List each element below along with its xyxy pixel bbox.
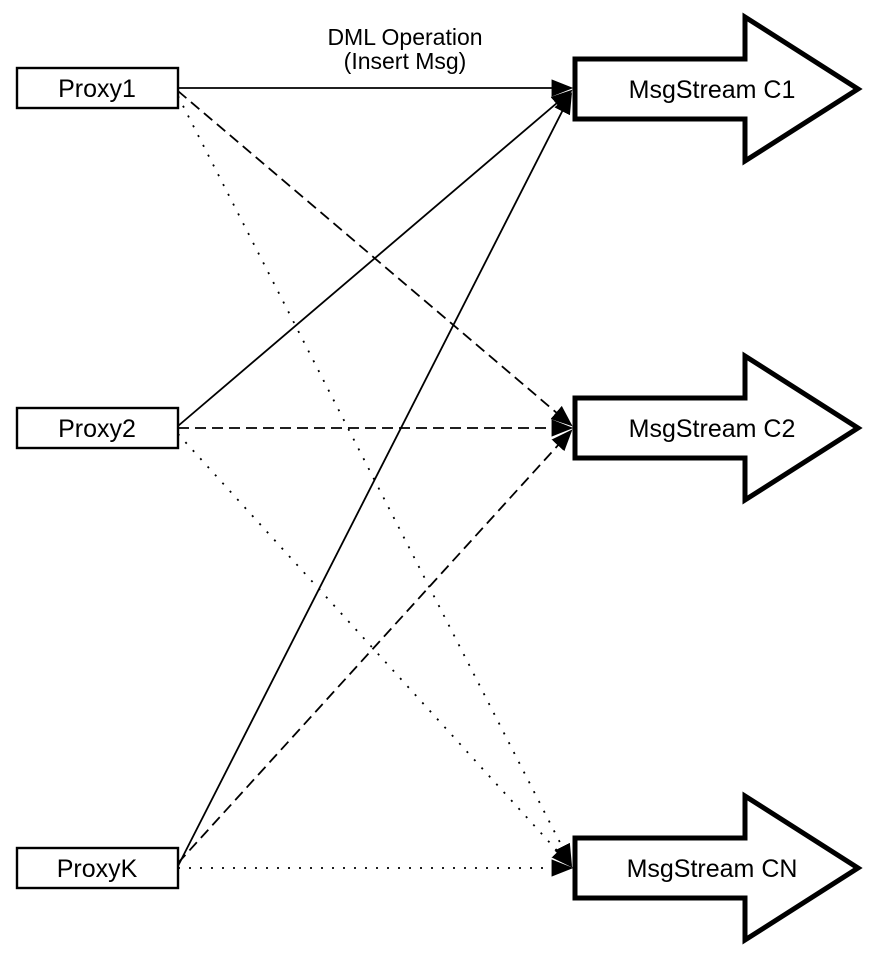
proxyk-label: ProxyK bbox=[57, 855, 138, 883]
proxy1-label: Proxy1 bbox=[58, 75, 136, 103]
edge-proxyk-c2 bbox=[177, 429, 573, 864]
proxy2-node: Proxy2 bbox=[15, 406, 180, 450]
proxy2-label: Proxy2 bbox=[58, 415, 136, 443]
msgstream-cn-arrow-shape bbox=[572, 791, 863, 945]
proxyk-node: ProxyK bbox=[15, 846, 180, 890]
msgstream-c1-label: MsgStream C1 bbox=[629, 76, 796, 104]
proxy1-box bbox=[15, 66, 180, 110]
edge-proxy1-c2 bbox=[177, 90, 573, 427]
proxy2-box bbox=[15, 406, 180, 450]
msgstream-c1-node: MsgStream C1 bbox=[572, 12, 863, 166]
msgstream-cn-node: MsgStream CN bbox=[572, 791, 863, 945]
annotation-line1: DML Operation bbox=[327, 24, 482, 50]
proxy1-node: Proxy1 bbox=[15, 66, 180, 110]
proxyk-box bbox=[15, 846, 180, 890]
msgstream-c1-arrow-shape bbox=[572, 12, 863, 166]
dml-operation-annotation: DML Operation (Insert Msg) bbox=[327, 24, 482, 74]
msgstream-c2-label: MsgStream C2 bbox=[629, 415, 796, 443]
edge-proxyk-c1 bbox=[177, 92, 572, 867]
edges-group bbox=[177, 79, 574, 877]
msgstream-c2-arrow-shape bbox=[572, 351, 863, 505]
edge-proxy1-cn bbox=[177, 95, 572, 866]
annotation-line2: (Insert Msg) bbox=[344, 48, 467, 74]
edge-proxy2-cn bbox=[177, 433, 573, 868]
msgstream-c2-node: MsgStream C2 bbox=[572, 351, 863, 505]
msgstream-cn-label: MsgStream CN bbox=[627, 855, 798, 883]
